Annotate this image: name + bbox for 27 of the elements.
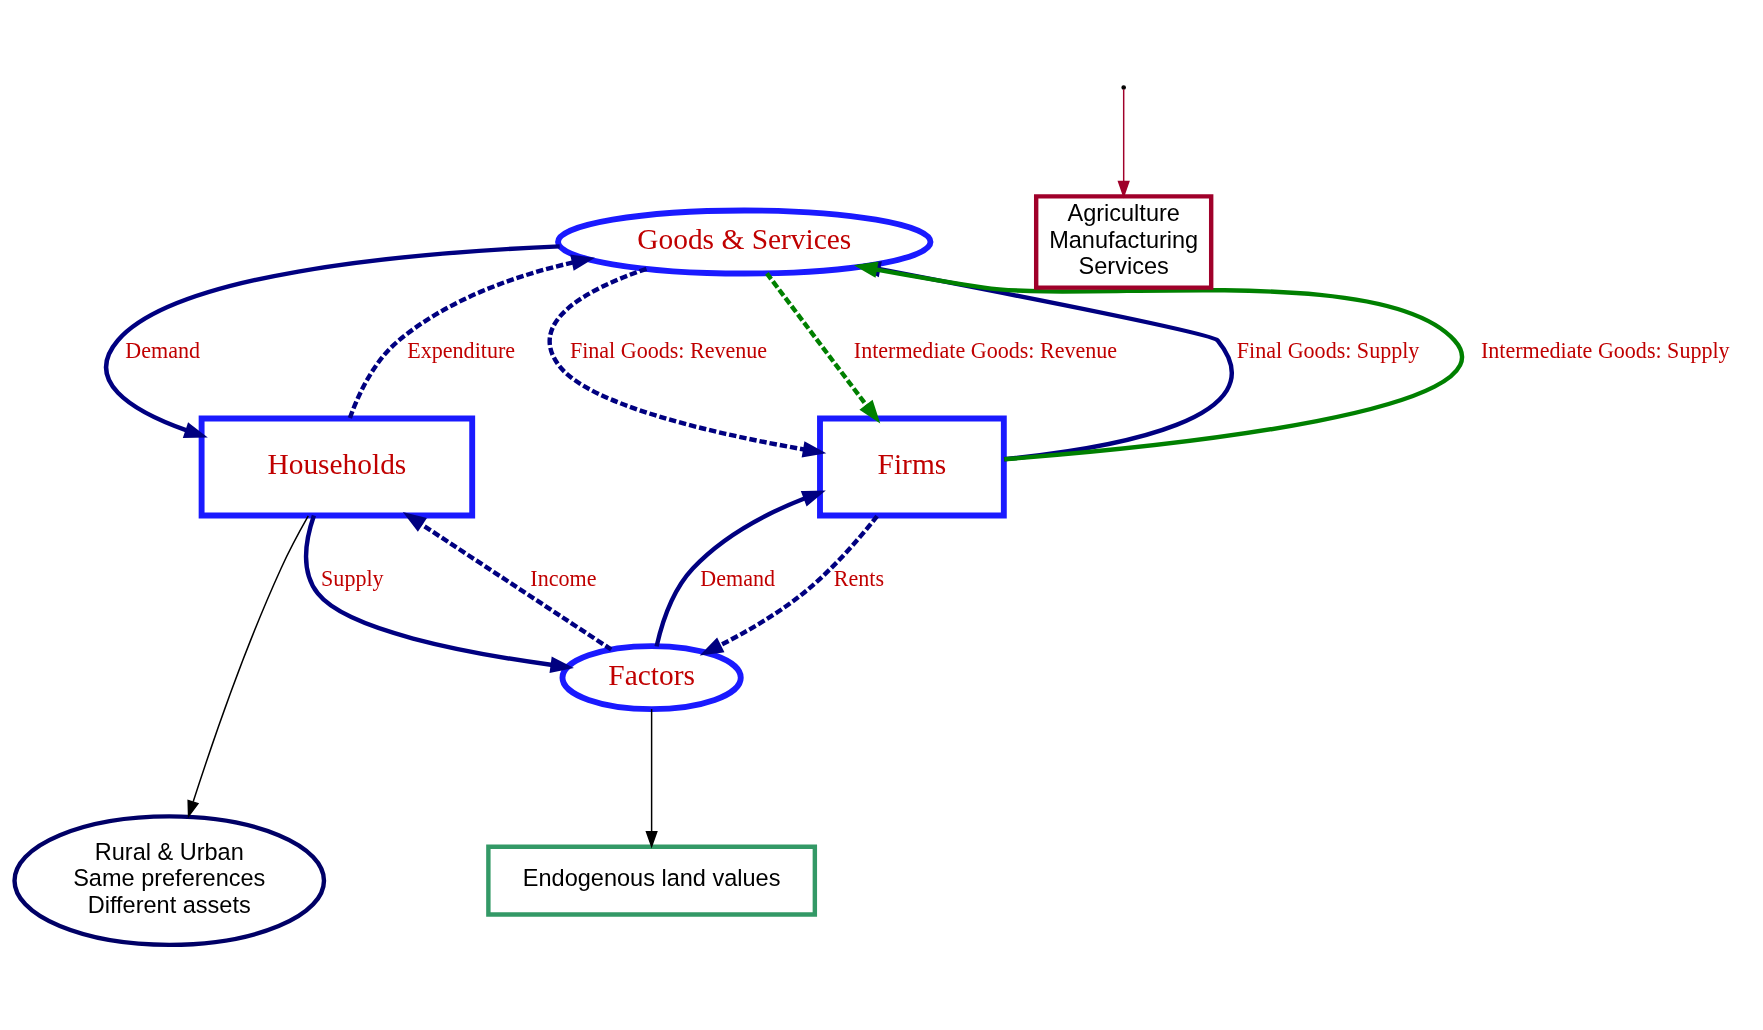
arrow <box>547 266 827 457</box>
edge-label: Expenditure <box>407 337 516 363</box>
node-box: Endogenous land values <box>486 844 818 917</box>
edge-label: Demand <box>700 565 775 591</box>
arrow <box>402 511 613 651</box>
node-ellipse: Factors <box>559 642 744 712</box>
edge-label: Intermediate Goods: Revenue <box>853 337 1118 363</box>
arrow <box>654 489 826 647</box>
node-ellipse: Rural & Urban Same preferences Different assets <box>12 813 327 947</box>
arrow <box>699 514 879 655</box>
arrow <box>187 514 309 818</box>
node-box: Households <box>198 415 476 518</box>
edge-label: Final Goods: Supply <box>1236 337 1420 363</box>
arrow <box>303 514 574 673</box>
node-box: Firms <box>817 415 1007 518</box>
arrow <box>1117 88 1130 198</box>
edge-label: Demand <box>125 337 200 363</box>
edge-label: Supply <box>321 565 384 591</box>
arrow <box>645 707 658 849</box>
edge-label: Final Goods: Revenue <box>569 337 768 363</box>
edge-label: Rents <box>833 565 885 591</box>
arrow <box>765 271 881 424</box>
node-box: Agriculture Manufacturing Services <box>1033 193 1214 290</box>
arrow <box>347 254 595 419</box>
edge-label: Intermediate Goods: Supply <box>1481 337 1730 363</box>
edge-label: Income <box>530 565 597 591</box>
arrow <box>103 243 560 438</box>
